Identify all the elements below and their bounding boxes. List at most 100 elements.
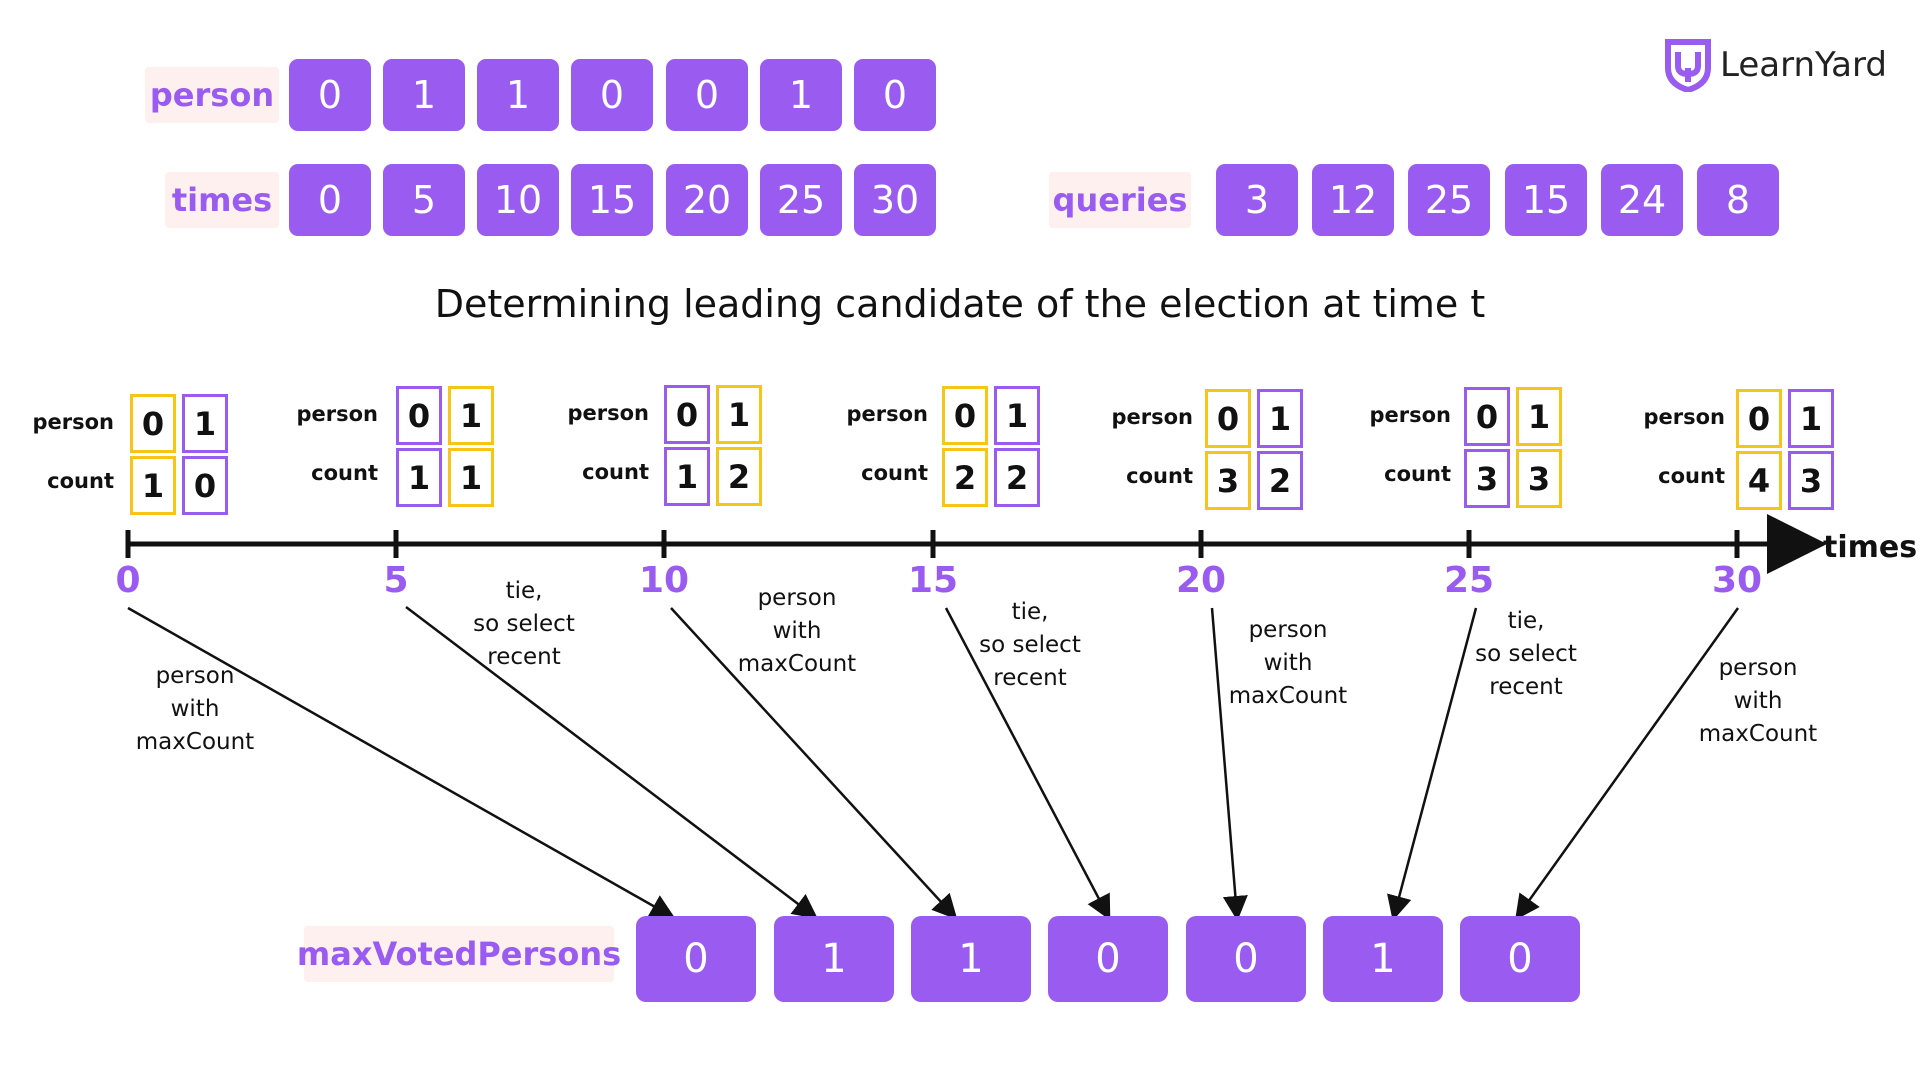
timeline-note: tie, so select recent	[945, 596, 1115, 695]
queries-cell: 12	[1312, 164, 1394, 236]
person-cell: 0	[571, 59, 653, 131]
snapshot-count-cell: 3	[1516, 449, 1562, 508]
snapshot-person-cell: 0	[130, 394, 176, 453]
timeline-tick-label: 0	[115, 560, 141, 601]
timeline-note-line: so select	[1475, 641, 1577, 667]
timeline-note-line: tie,	[1011, 599, 1049, 625]
timeline-note: tie, so select recent	[439, 575, 609, 674]
timeline-tick-label: 30	[1711, 560, 1763, 601]
snapshot-person-label: person	[846, 402, 928, 426]
timeline-note-line: with	[1733, 688, 1783, 714]
mapping-arrow	[670, 607, 958, 920]
maxvotedpersons-cell: 1	[774, 916, 894, 1002]
person-cell: 0	[666, 59, 748, 131]
snapshot-person-cell: 0	[942, 386, 988, 445]
person-cell: 1	[383, 59, 465, 131]
timeline-note-line: person	[1718, 655, 1798, 681]
maxvotedpersons-cell: 1	[1323, 916, 1443, 1002]
timeline-note-line: person	[155, 663, 235, 689]
queries-cell: 15	[1505, 164, 1587, 236]
mapping-arrow	[1515, 607, 1740, 921]
times-cell: 5	[383, 164, 465, 236]
maxvotedpersons-label: maxVotedPersons	[297, 926, 621, 982]
timeline-tick-label: 25	[1443, 560, 1495, 601]
snapshot-count-label: count	[1658, 464, 1725, 488]
timeline-note-line: recent	[487, 644, 561, 670]
timeline-note-line: with	[772, 618, 822, 644]
snapshot-count-label: count	[1384, 462, 1451, 486]
snapshot-person-cell: 0	[1736, 389, 1782, 448]
times-cell: 20	[666, 164, 748, 236]
snapshot-count-cell: 2	[1257, 451, 1303, 510]
snapshot-person-cell: 0	[396, 386, 442, 445]
times-cell: 30	[854, 164, 936, 236]
timeline-axis-label: times	[1823, 530, 1918, 565]
timeline-note-line: so select	[473, 611, 575, 637]
mapping-arrow	[1210, 607, 1248, 921]
person-array-label: person	[145, 67, 279, 123]
snapshot-person-cell: 0	[1205, 389, 1251, 448]
timeline-tick-label: 15	[907, 560, 959, 601]
mapping-arrow	[944, 607, 1111, 921]
times-cell: 0	[289, 164, 371, 236]
timeline-note-line: tie,	[505, 578, 543, 604]
timeline-note-line: recent	[993, 665, 1067, 691]
snapshot-count-label: count	[861, 461, 928, 485]
timeline-note-line: with	[1263, 650, 1313, 676]
snapshot-person-cell: 1	[994, 386, 1040, 445]
snapshot-count-cell: 2	[942, 448, 988, 507]
snapshot-person-cell: 1	[716, 385, 762, 444]
times-cell: 15	[571, 164, 653, 236]
timeline-tick-label: 20	[1175, 560, 1227, 601]
mapping-arrow	[405, 606, 818, 920]
snapshot-count-cell: 3	[1464, 449, 1510, 508]
queries-cell: 25	[1408, 164, 1490, 236]
timeline-note-line: maxCount	[1228, 683, 1348, 709]
timeline-note-line: tie,	[1507, 608, 1545, 634]
person-cell: 0	[289, 59, 371, 131]
times-cell: 25	[760, 164, 842, 236]
snapshot-person-cell: 1	[1516, 387, 1562, 446]
queries-cell: 8	[1697, 164, 1779, 236]
timeline-note-line: person	[1248, 617, 1328, 643]
snapshot-count-cell: 3	[1205, 451, 1251, 510]
maxvotedpersons-cell: 1	[911, 916, 1031, 1002]
timeline-tick-label: 5	[383, 560, 409, 601]
snapshot-person-label: person	[32, 410, 114, 434]
diagram-title: Determining leading candidate of the ele…	[434, 282, 1486, 326]
timeline-note-line: so select	[979, 632, 1081, 658]
snapshot-count-label: count	[582, 460, 649, 484]
queries-array-label: queries	[1049, 172, 1191, 228]
snapshot-count-cell: 1	[448, 448, 494, 507]
snapshot-count-label: count	[47, 469, 114, 493]
snapshot-person-cell: 1	[448, 386, 494, 445]
snapshot-person-label: person	[296, 402, 378, 426]
timeline-note-line: recent	[1489, 674, 1563, 700]
times-cell: 10	[477, 164, 559, 236]
timeline-note-line: maxCount	[1698, 721, 1818, 747]
person-cell: 1	[760, 59, 842, 131]
timeline-tick-label: 10	[638, 560, 690, 601]
snapshot-person-label: person	[1643, 405, 1725, 429]
snapshot-person-cell: 0	[664, 385, 710, 444]
learnyard-logo: LearnYard	[1664, 38, 1887, 92]
mapping-arrow	[127, 606, 676, 919]
queries-cell: 3	[1216, 164, 1298, 236]
snapshot-count-label: count	[1126, 464, 1193, 488]
person-cell: 0	[854, 59, 936, 131]
queries-cell: 24	[1601, 164, 1683, 236]
snapshot-count-cell: 1	[664, 447, 710, 506]
maxvotedpersons-cell: 0	[636, 916, 756, 1002]
maxvotedpersons-cell: 0	[1460, 916, 1580, 1002]
learnyard-shield-icon	[1665, 39, 1711, 92]
snapshot-person-label: person	[1369, 403, 1451, 427]
timeline-note: person with maxCount	[1673, 652, 1843, 751]
timeline-note-line: person	[757, 585, 837, 611]
snapshot-count-cell: 3	[1788, 451, 1834, 510]
snapshot-count-cell: 2	[716, 447, 762, 506]
timeline-note: person with maxCount	[1203, 614, 1373, 713]
snapshot-person-cell: 1	[1788, 389, 1834, 448]
